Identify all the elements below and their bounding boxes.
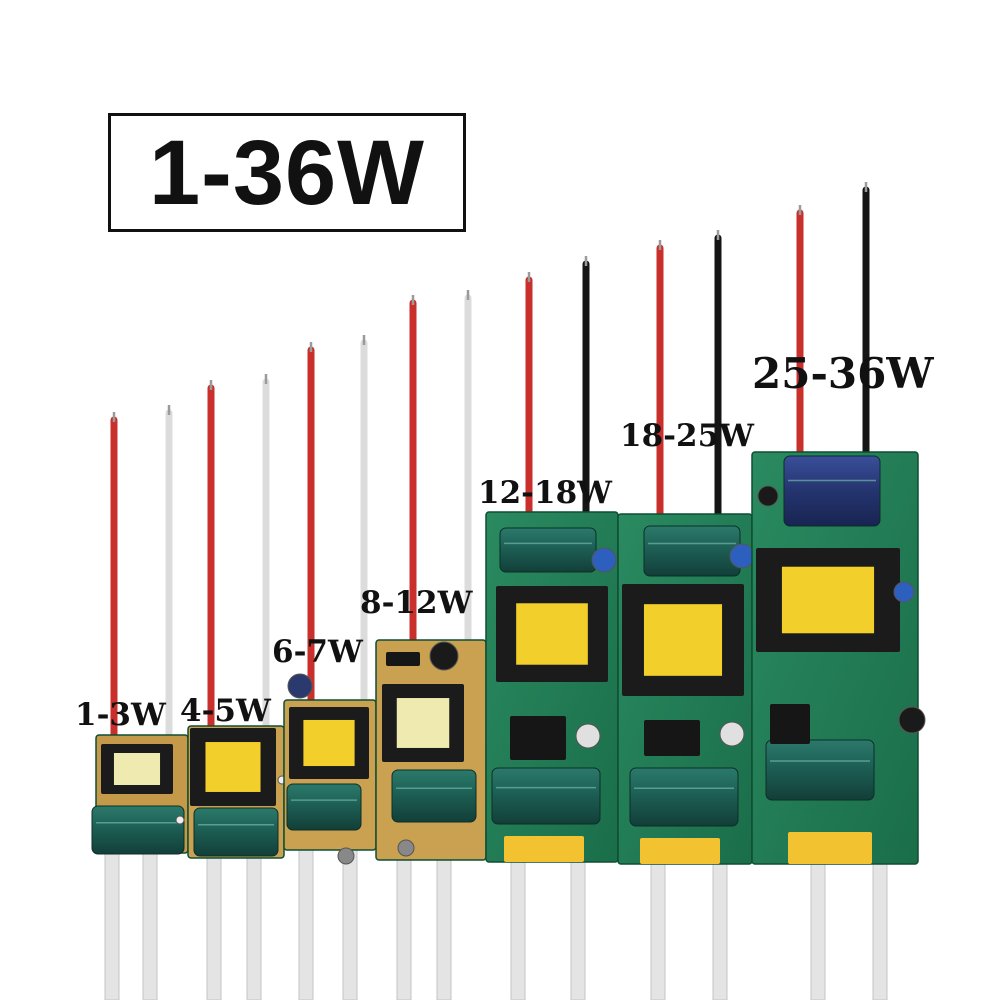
ic-chip	[510, 716, 566, 760]
output-wire	[342, 849, 358, 1000]
electrolytic-capacitor	[643, 525, 741, 577]
electrolytic-capacitor	[286, 783, 362, 831]
label-18-25w: 18-25W	[620, 418, 754, 454]
small-component	[719, 721, 745, 747]
electrolytic-capacitor	[499, 527, 597, 573]
electrolytic-capacitor	[391, 769, 477, 823]
driver-board	[91, 734, 189, 855]
driver-board	[751, 451, 926, 865]
output-wire	[650, 849, 666, 1000]
transformer-core	[516, 603, 588, 665]
output-wire	[436, 849, 452, 1000]
wires	[104, 182, 888, 1000]
output-wire	[104, 849, 120, 1000]
output-wire	[712, 849, 728, 1000]
small-component	[429, 641, 459, 671]
transformer-core	[643, 604, 723, 676]
ic-chip	[386, 652, 420, 666]
title-text: 1-36W	[149, 121, 425, 224]
output-wire	[298, 849, 314, 1000]
film-capacitor	[788, 832, 872, 864]
transformer-core	[113, 753, 161, 785]
output-wire	[396, 849, 412, 1000]
transformer-core	[205, 742, 261, 792]
small-component	[591, 547, 617, 573]
small-component	[287, 673, 313, 699]
electrolytic-capacitor	[193, 807, 279, 857]
driver-board	[485, 511, 619, 863]
ic-chip	[644, 720, 700, 756]
small-component	[397, 839, 415, 857]
label-12-18w: 12-18W	[478, 475, 612, 511]
small-component	[575, 723, 601, 749]
driver-board	[283, 673, 377, 865]
label-8-12w: 8-12W	[360, 585, 473, 621]
label-1-3w: 1-3W	[75, 697, 166, 733]
driver-boards	[91, 451, 926, 865]
output-wire	[206, 849, 222, 1000]
electrolytic-capacitor	[783, 455, 881, 527]
electrolytic-capacitor	[765, 739, 875, 801]
film-capacitor	[640, 838, 720, 864]
small-component	[337, 847, 355, 865]
output-wire	[872, 849, 888, 1000]
label-4-5w: 4-5W	[180, 693, 271, 729]
film-capacitor	[504, 836, 584, 862]
small-component	[893, 581, 915, 603]
electrolytic-capacitor	[629, 767, 739, 827]
ic-chip	[770, 704, 810, 744]
title-box: 1-36W	[108, 113, 466, 232]
transformer-core	[303, 719, 355, 767]
label-6-7w: 6-7W	[272, 634, 363, 670]
output-wire	[142, 849, 158, 1000]
small-component	[175, 815, 185, 825]
transformer-core	[781, 566, 875, 634]
label-25-36w: 25-36W	[752, 349, 934, 398]
output-wire	[510, 849, 526, 1000]
small-component	[898, 706, 926, 734]
output-wire	[810, 849, 826, 1000]
transformer-core	[396, 698, 450, 748]
driver-board	[375, 639, 487, 861]
small-component	[729, 543, 755, 569]
small-component	[757, 485, 779, 507]
output-wire	[246, 849, 262, 1000]
driver-board	[617, 513, 755, 865]
electrolytic-capacitor	[491, 767, 601, 825]
electrolytic-capacitor	[91, 805, 185, 855]
output-wire	[570, 849, 586, 1000]
driver-board	[187, 725, 287, 859]
